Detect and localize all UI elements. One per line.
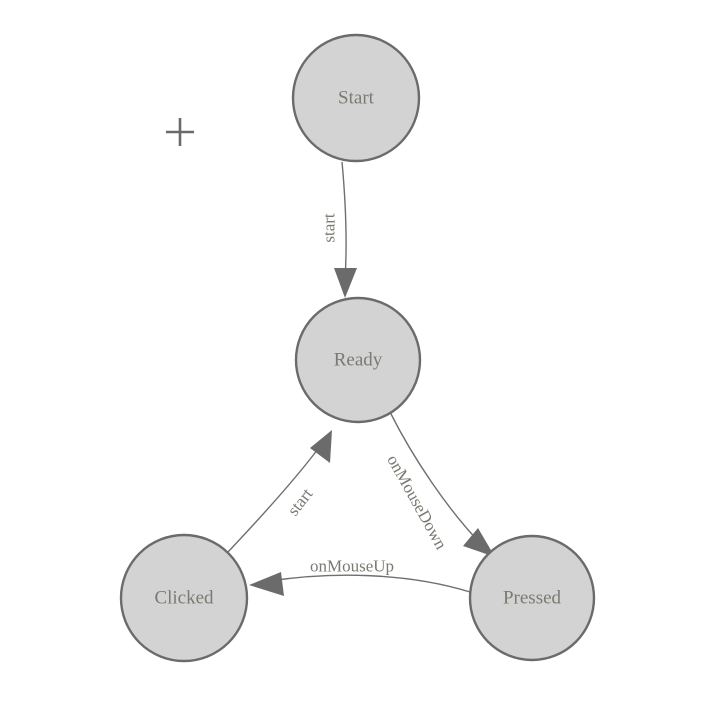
edge-pressed-to-clicked-arrowhead [249, 572, 284, 596]
node-pressed-label: Pressed [503, 588, 562, 609]
edge-start-to-ready-path [341, 161, 347, 281]
edge-start-to-ready[interactable] [334, 161, 357, 298]
node-start[interactable]: Start [291, 33, 421, 163]
edge-label-start-to-ready: start [320, 213, 339, 243]
edge-clicked-to-ready[interactable] [227, 430, 332, 553]
edge-ready-to-pressed[interactable] [389, 411, 495, 557]
node-clicked-shape[interactable] [119, 533, 249, 663]
edge-pressed-to-clicked-path [269, 574, 471, 593]
edge-start-to-ready-arrowhead [334, 268, 357, 298]
node-clicked[interactable]: Clicked [119, 533, 249, 663]
edge-label-clicked-to-ready: start [284, 484, 317, 519]
node-ready[interactable]: Ready [294, 296, 422, 424]
edge-ready-to-pressed-arrowhead [463, 528, 495, 557]
node-start-shape[interactable] [291, 33, 421, 163]
node-ready-shape[interactable] [294, 296, 422, 424]
edge-pressed-to-clicked[interactable] [249, 572, 471, 596]
plus-marker-icon [166, 118, 194, 146]
edge-clicked-to-ready-arrowhead [310, 430, 332, 463]
node-ready-label: Ready [334, 350, 383, 371]
edge-clicked-to-ready-path [227, 448, 319, 553]
node-clicked-label: Clicked [154, 588, 214, 609]
edge-label-pressed-to-clicked: onMouseUp [310, 557, 394, 576]
edge-ready-to-pressed-path [389, 411, 483, 546]
node-start-label: Start [338, 88, 375, 109]
node-pressed-shape[interactable] [468, 534, 596, 662]
edge-label-ready-to-pressed: onMouseDown [383, 452, 451, 553]
node-pressed[interactable]: Pressed [468, 534, 596, 662]
